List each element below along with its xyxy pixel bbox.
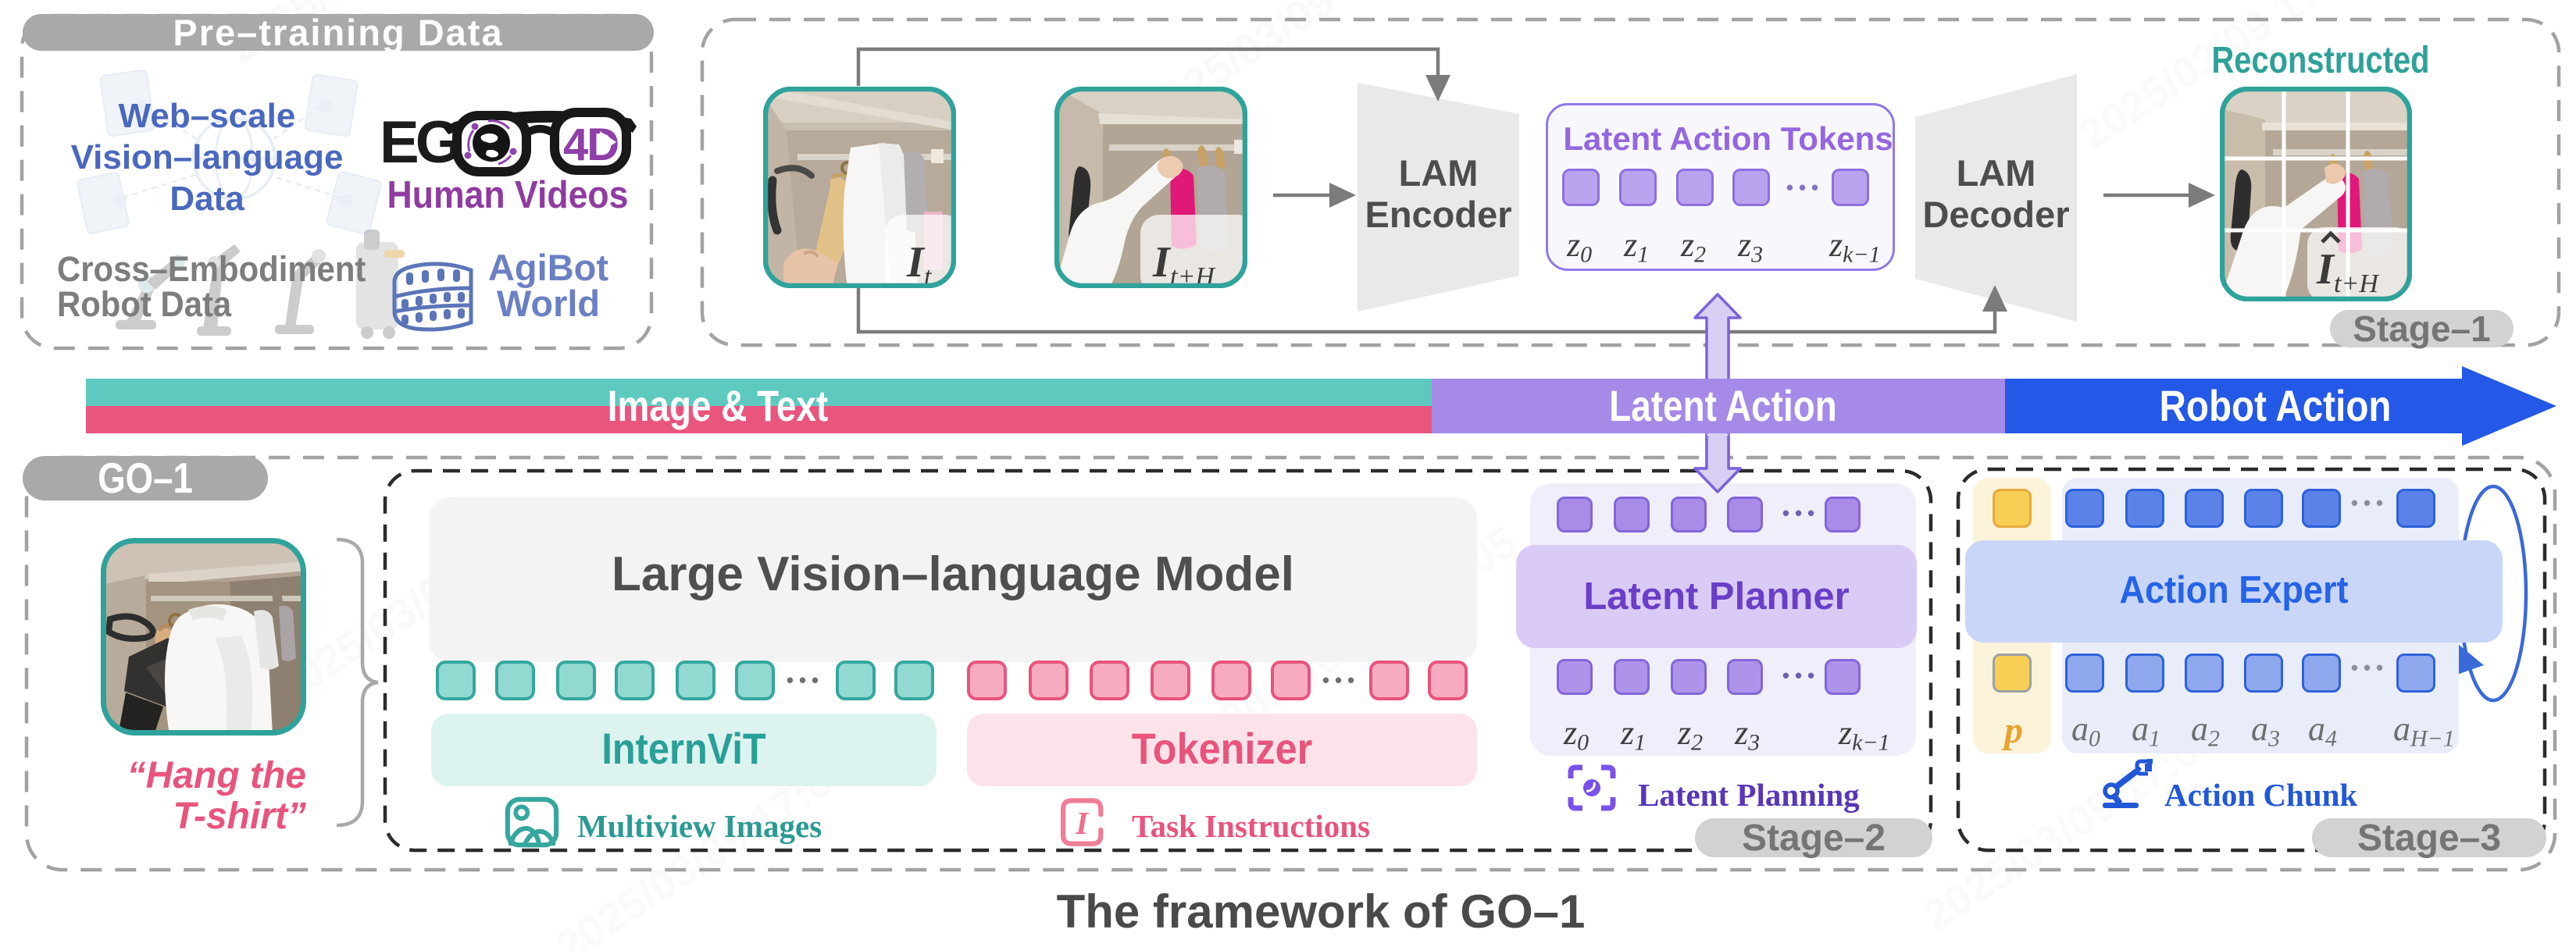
svg-text:t+H: t+H [2334, 269, 2380, 298]
svg-text:I: I [906, 238, 926, 287]
svg-text:t: t [924, 262, 933, 288]
svg-text:t+H: t+H [1170, 262, 1216, 288]
svg-text:I: I [1152, 238, 1172, 287]
svg-text:I: I [2316, 245, 2335, 294]
svg-text:EG: EG [380, 109, 458, 176]
svg-text:I: I [1075, 805, 1090, 841]
